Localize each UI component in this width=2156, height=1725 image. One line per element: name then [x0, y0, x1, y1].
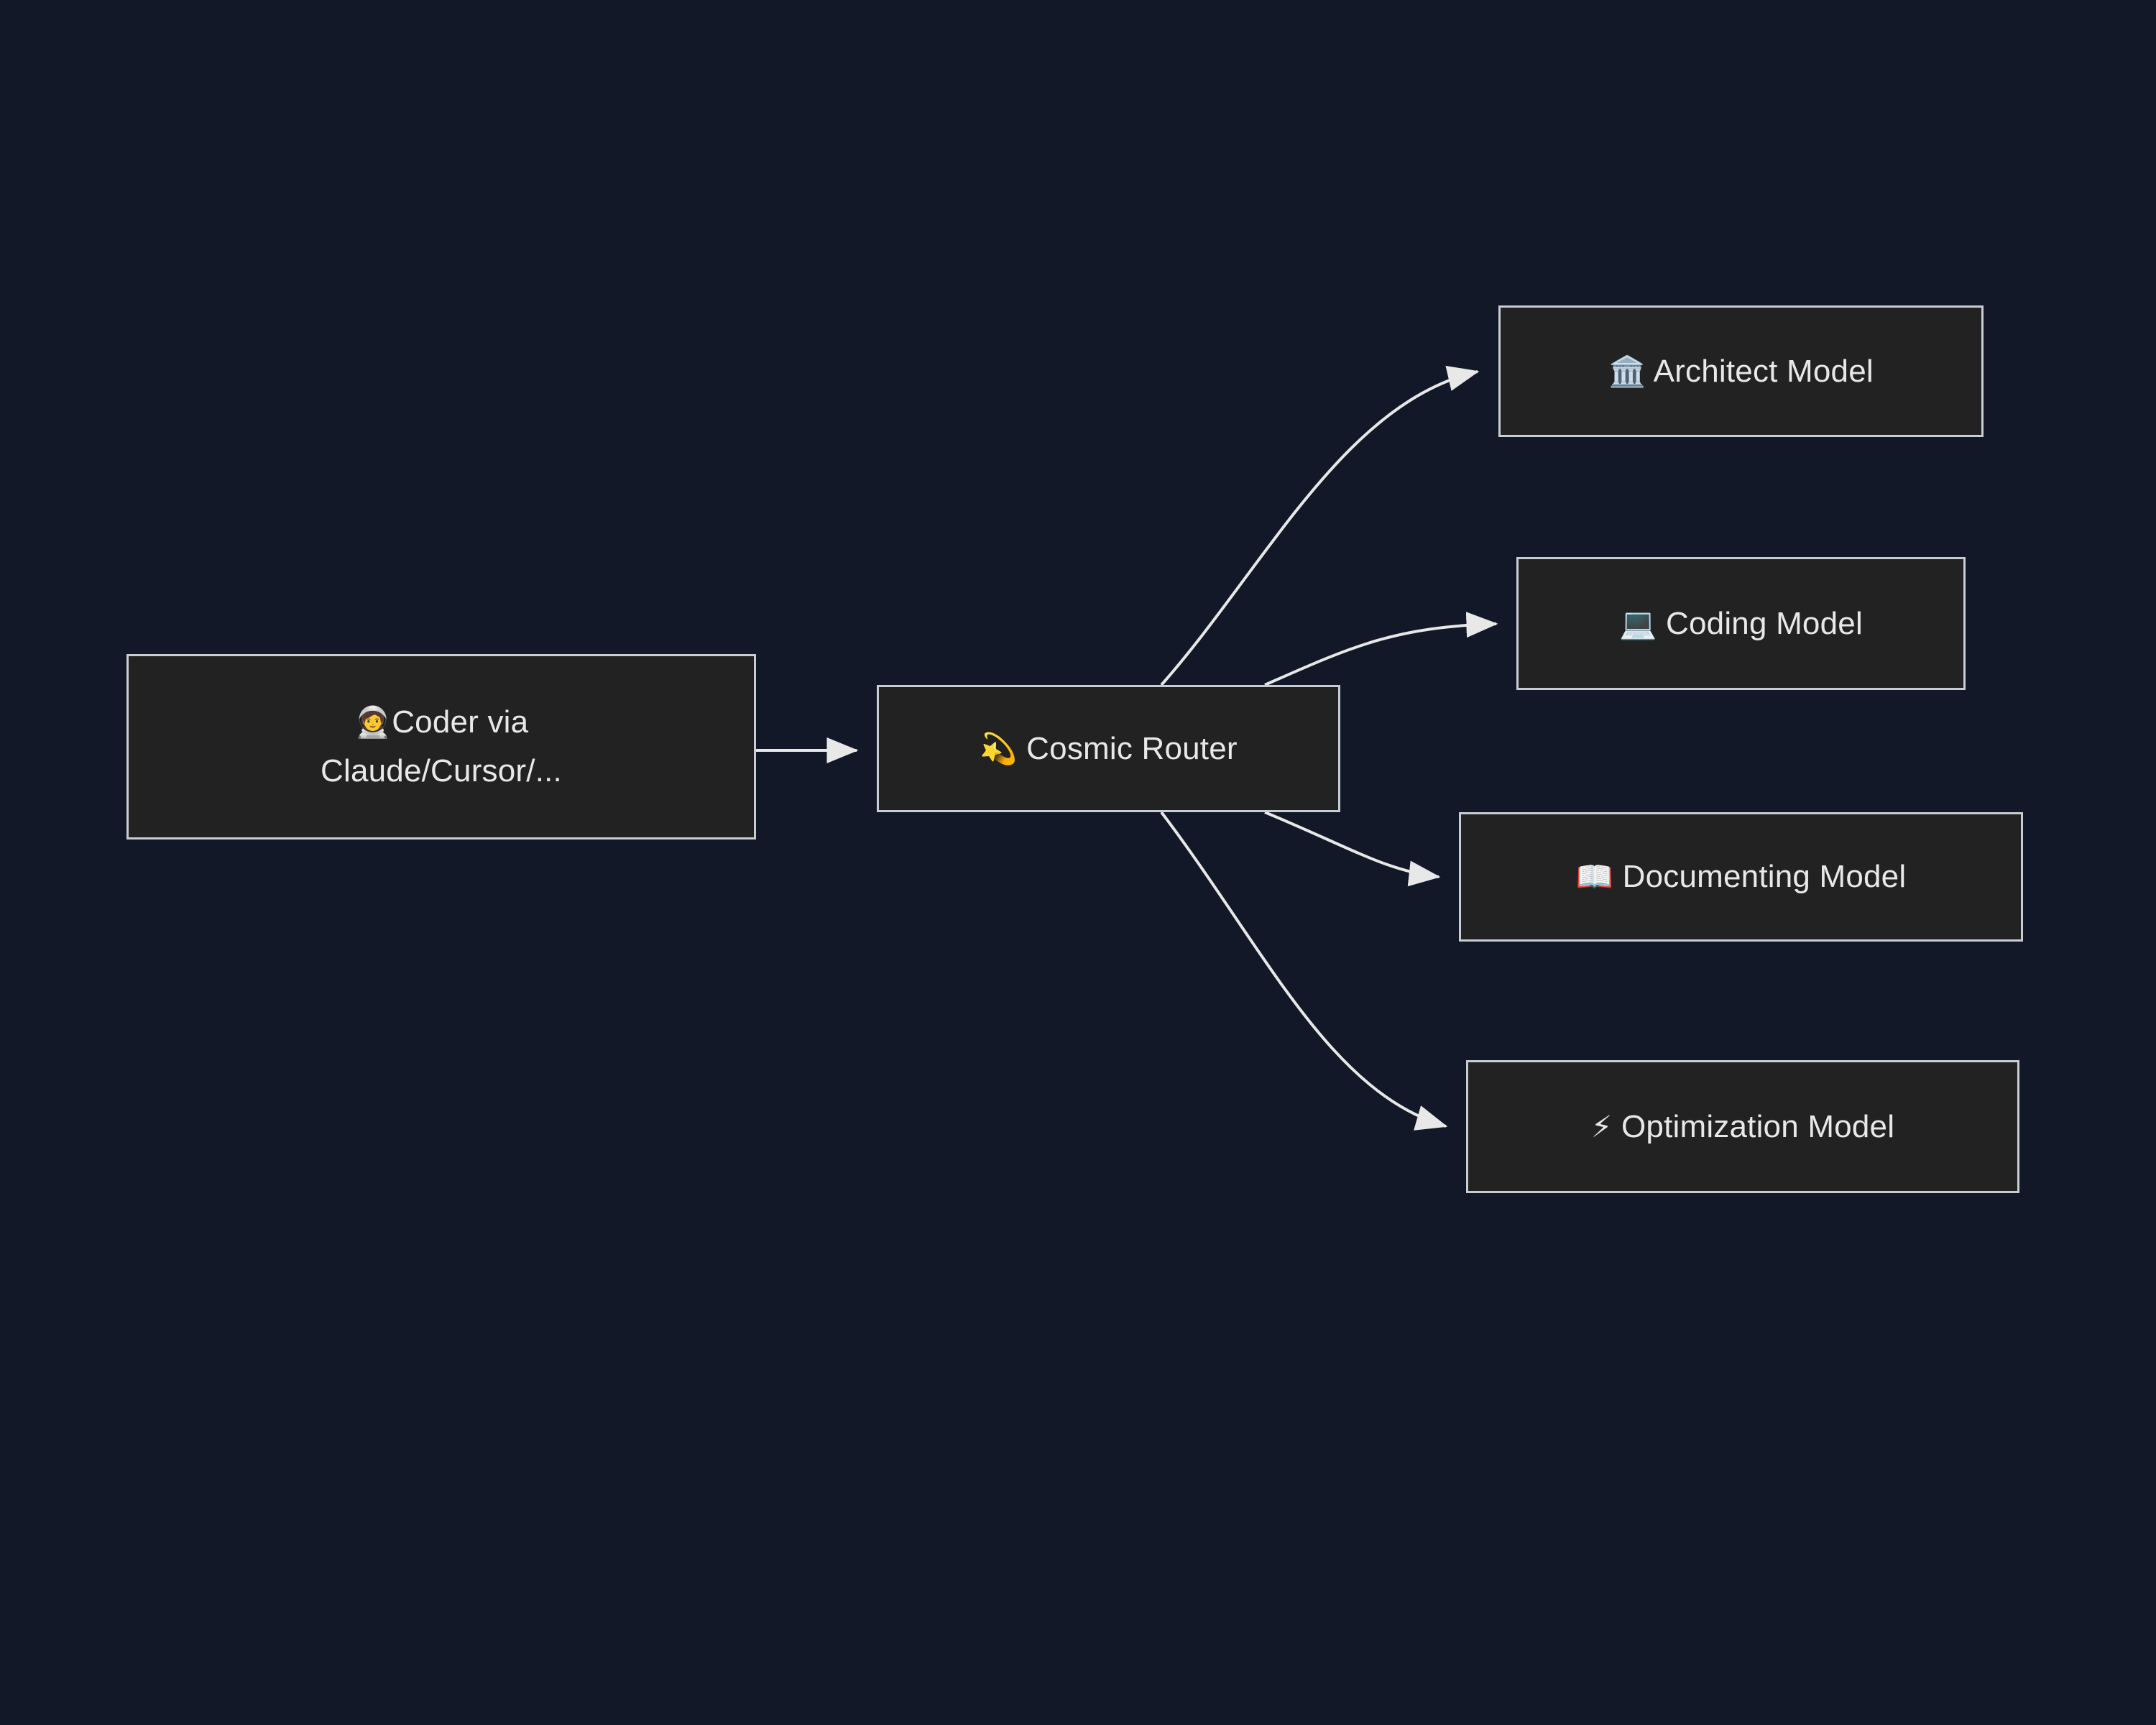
high-voltage-icon: ⚡ — [1590, 1108, 1613, 1144]
node-router-text: Cosmic Router — [1026, 730, 1238, 766]
open-book-icon: 📖 — [1575, 859, 1614, 895]
node-documenting-text: Documenting Model — [1622, 859, 1907, 895]
node-optimization-text: Optimization Model — [1621, 1108, 1895, 1144]
edge-router-to-optimization — [1160, 811, 1448, 1131]
node-documenting-label: 📖 Documenting Model — [1480, 854, 2002, 900]
node-coder-via-claude-cursor[interactable]: 🧑‍🚀Coder via Claude/Cursor/... — [126, 654, 756, 840]
node-architect-model[interactable]: 🏛️ Architect Model — [1498, 305, 1984, 437]
node-architect-label: 🏛️ Architect Model — [1519, 349, 1963, 395]
dizzy-star-icon: 💫 — [980, 730, 1018, 766]
astronaut-emoji: 🧑‍🚀 — [354, 704, 392, 740]
node-coding-label: 💻 Coding Model — [1537, 601, 1945, 647]
edge-router-to-documenting — [1264, 811, 1441, 887]
laptop-icon: 💻 — [1619, 605, 1657, 641]
node-router-label: 💫 Cosmic Router — [898, 726, 1319, 772]
node-documenting-model[interactable]: 📖 Documenting Model — [1459, 812, 2023, 942]
node-coder-label: 🧑‍🚀Coder via Claude/Cursor/... — [147, 698, 735, 796]
node-coding-text: Coding Model — [1666, 605, 1863, 641]
node-optimization-label: ⚡ Optimization Model — [1487, 1104, 1999, 1150]
node-coder-text: Coder via Claude/Cursor/... — [321, 704, 562, 788]
edge-router-to-coding — [1264, 612, 1498, 686]
classical-building-icon: 🏛️ — [1608, 353, 1646, 389]
node-architect-text: Architect Model — [1653, 353, 1874, 389]
node-coding-model[interactable]: 💻 Coding Model — [1516, 557, 1966, 690]
node-optimization-model[interactable]: ⚡ Optimization Model — [1466, 1060, 2019, 1193]
edge-router-to-architect — [1160, 365, 1480, 686]
node-cosmic-router[interactable]: 💫 Cosmic Router — [877, 685, 1340, 812]
